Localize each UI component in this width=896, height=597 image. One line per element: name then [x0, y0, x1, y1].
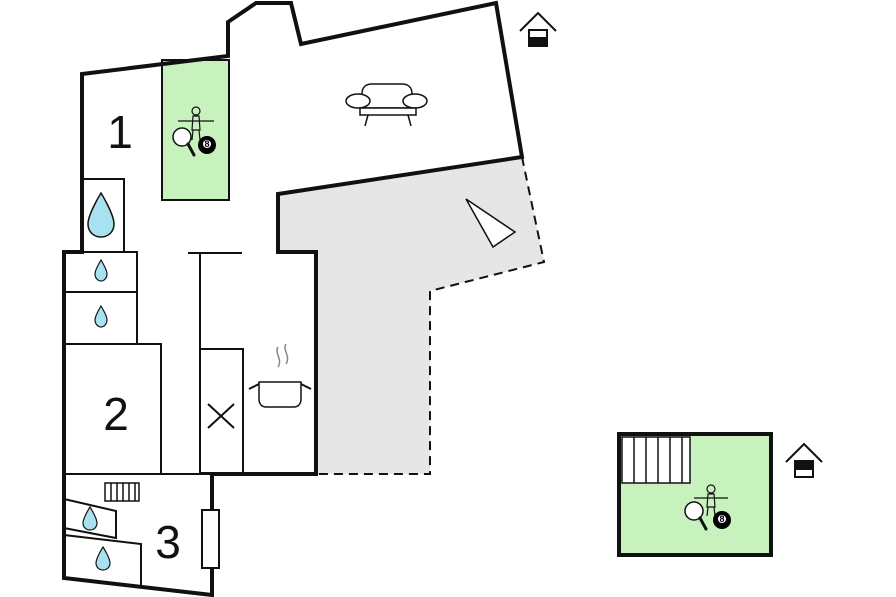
door-marker: [201, 509, 220, 569]
room-label-1: 1: [107, 106, 133, 158]
cooking-pot-icon: [248, 343, 312, 408]
room-label-2: 2: [103, 388, 129, 440]
billiard-ball-number: 8: [204, 139, 209, 149]
floor-level-house-icon: [785, 442, 823, 478]
kitchen-partition: [188, 252, 242, 474]
radiator-icon: [104, 482, 140, 502]
table-tennis-paddle-icon: [172, 127, 196, 157]
kitchen-counter: [199, 348, 244, 474]
bathroom-water-drop-icon: [94, 258, 108, 282]
water-drops: [82, 191, 115, 571]
terrace: [278, 156, 546, 475]
bathroom-water-drop-icon: [82, 505, 98, 531]
terrace-area: [278, 157, 544, 474]
foosball-icon: [178, 106, 214, 141]
bathroom-walls: [64, 251, 162, 474]
shower-water-drop-icon: [87, 191, 115, 238]
interior-walls: [63, 178, 244, 586]
table-tennis-paddle-icon: [684, 501, 708, 531]
bathroom-water-drop-icon: [95, 545, 111, 571]
room-label-3: 3: [155, 516, 181, 568]
counter-cross: [207, 403, 235, 429]
steam-icon: [276, 343, 289, 368]
foosball-icon: [694, 484, 728, 517]
billiard-ball-icon: 8: [198, 136, 216, 154]
floor-level-house-icon: [519, 11, 557, 47]
billiard-ball-number: 8: [719, 514, 724, 524]
sofa-icon: [345, 83, 428, 127]
billiard-ball-icon: 8: [713, 511, 731, 529]
orientation-triangle-icon: [465, 198, 517, 249]
bathroom-water-drop-icon: [94, 304, 108, 328]
room-3-bathroom-walls: [63, 498, 142, 586]
stairs-icon: [621, 436, 691, 484]
main-building-walls: [62, 0, 525, 597]
